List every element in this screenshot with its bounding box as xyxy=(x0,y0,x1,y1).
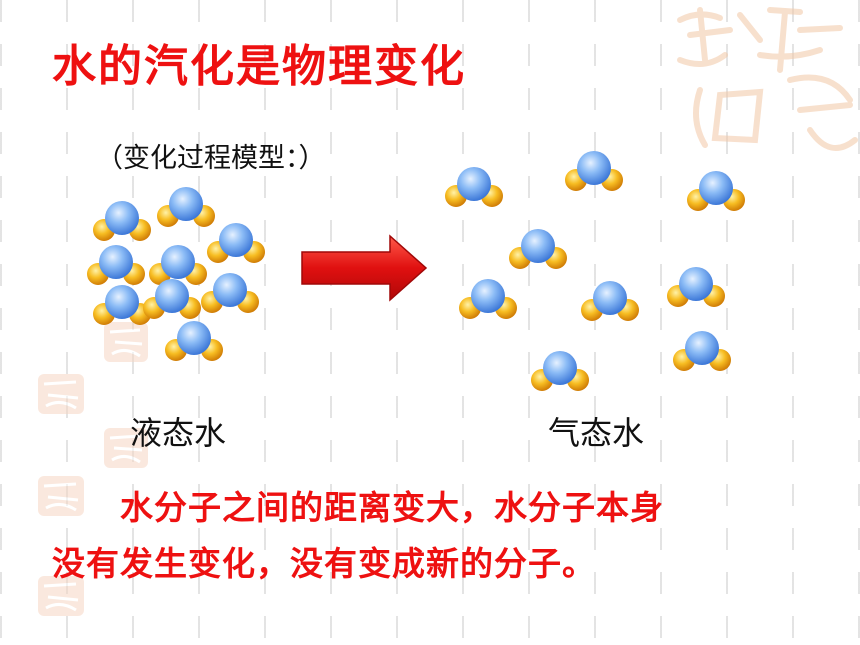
conclusion-line-1: 水分子之间的距离变大，水分子本身 xyxy=(120,488,664,527)
water-molecule xyxy=(207,223,265,263)
watermark-seal-small-1 xyxy=(104,322,148,362)
liquid-water-molecules xyxy=(87,187,265,361)
water-molecule xyxy=(581,281,639,321)
slide-title: 水的汽化是物理变化 xyxy=(52,41,466,92)
model-caption: （变化过程模型：） xyxy=(96,143,326,174)
water-molecule xyxy=(565,151,623,191)
right-arrow xyxy=(301,234,428,302)
water-molecule xyxy=(149,245,207,285)
water-molecule xyxy=(201,273,259,313)
gas-water-label: 气态水 xyxy=(548,414,645,452)
water-molecule xyxy=(93,201,151,241)
water-molecule xyxy=(531,351,589,391)
watermark-seal-small-5 xyxy=(38,576,84,616)
water-molecule xyxy=(687,171,745,211)
conclusion-line-2: 没有发生变化，没有变成新的分子。 xyxy=(52,544,596,583)
water-molecule xyxy=(87,245,145,285)
water-molecule xyxy=(93,285,151,325)
gas-water-molecules xyxy=(445,151,745,391)
watermark-seal-small-4 xyxy=(38,476,84,516)
water-molecule xyxy=(459,279,517,319)
liquid-water-label: 液态水 xyxy=(130,414,227,452)
watermark-seal-small-3 xyxy=(104,428,148,468)
watermark-seal-top-right xyxy=(677,7,858,151)
water-molecule xyxy=(509,229,567,269)
water-molecule xyxy=(667,267,725,307)
water-molecule xyxy=(165,321,223,361)
water-molecule xyxy=(157,187,215,227)
water-molecule xyxy=(673,331,731,371)
conclusion-text: 水分子之间的距离变大，水分子本身 没有发生变化，没有变成新的分子。 xyxy=(52,480,842,592)
water-molecule xyxy=(445,167,503,207)
water-molecule xyxy=(143,279,201,319)
watermark-seal-small-2 xyxy=(38,374,84,414)
